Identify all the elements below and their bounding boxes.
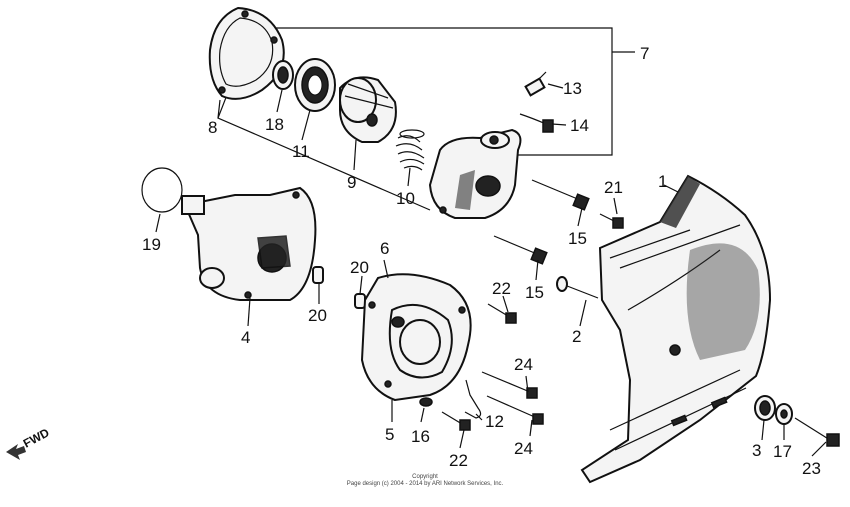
label-part-24-upper: 24 [514,355,533,374]
bolt-15-lower [493,235,548,265]
label-part-20-right: 20 [350,258,369,277]
bolt-24-upper [481,371,538,399]
leader-lines [155,83,827,457]
label-part-21: 21 [604,178,623,197]
label-part-9: 9 [347,173,356,192]
bolt-15-upper [531,179,590,211]
label-part-22-lower: 22 [449,451,468,470]
label-part-23: 23 [802,459,821,478]
label-part-13: 13 [563,79,582,98]
grommet-3 [754,395,776,421]
dowel-pin-20-b [354,293,366,309]
pump-body-4 [181,186,317,301]
label-part-10: 10 [396,189,415,208]
washer-16 [419,397,433,407]
collar-2 [556,276,599,299]
label-part-3: 3 [752,441,761,460]
label-part-15-lower: 15 [525,283,544,302]
bolt-23 [794,417,840,447]
gasket-8 [208,6,285,100]
label-part-7: 7 [640,44,649,63]
label-part-12: 12 [485,412,504,431]
forward-label: FWD [21,425,52,450]
forward-arrow-icon [6,444,26,460]
label-part-2: 2 [572,327,581,346]
pump-cover-6 [360,273,472,402]
washer-17 [775,403,793,425]
label-part-8: 8 [208,118,217,137]
label-part-14: 14 [570,116,589,135]
label-part-6: 6 [380,239,389,258]
bolt-21 [599,213,624,229]
clip-14 [519,113,554,133]
label-part-19: 19 [142,235,161,254]
label-part-17: 17 [773,442,792,461]
bolt-22-lower [441,411,471,431]
o-ring-19 [141,167,183,213]
bolt-24-lower [486,395,544,425]
label-part-1: 1 [658,172,667,191]
dowel-pin-20-a [312,266,324,284]
label-part-4: 4 [241,328,250,347]
label-part-11: 11 [292,142,310,161]
label-part-24-lower: 24 [514,439,533,458]
label-part-22-upper: 22 [492,279,511,298]
bolt-22-upper [487,303,517,324]
label-part-5: 5 [385,425,394,444]
copyright-line-2: Page design (c) 2004 - 2014 by ARI Netwo… [347,481,504,487]
forward-direction-indicator: FWD [6,425,52,460]
label-part-20-left: 20 [308,306,327,325]
copyright-line-1: Copyright [412,474,438,480]
bolt-13 [524,71,547,97]
label-part-15-upper: 15 [568,229,587,248]
label-part-18: 18 [265,115,284,134]
label-part-16: 16 [411,427,430,446]
spring-10 [395,129,425,171]
side-cover-1 [580,174,772,484]
hose-clamp-12 [464,379,482,419]
